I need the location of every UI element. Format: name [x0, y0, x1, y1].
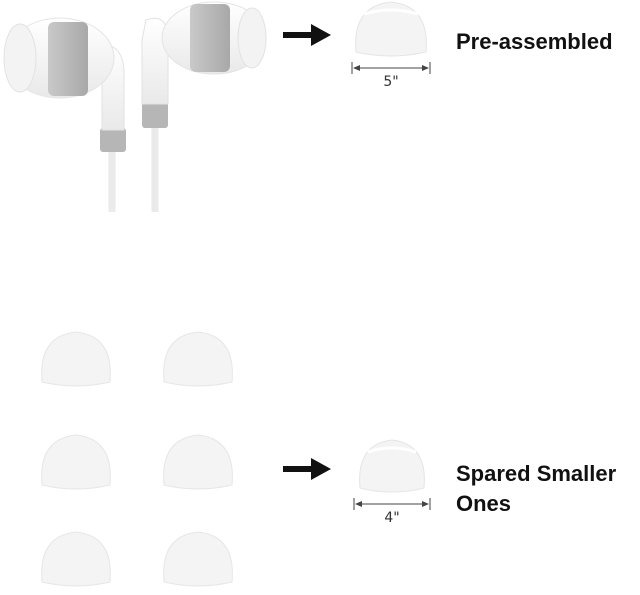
spare-tips-grid: [36, 330, 256, 595]
spare-ear-tip: [163, 531, 233, 587]
spare-ear-tip: [163, 434, 233, 490]
pre-assembled-label: Pre-assembled: [456, 29, 613, 54]
dimension-line-small: [353, 498, 431, 510]
spare-ear-tip: [41, 331, 111, 387]
spared-smaller-label-line2: Ones: [456, 491, 512, 516]
spare-ear-tip: [41, 434, 111, 490]
small-ear-tip: [359, 439, 425, 493]
earphones-illustration: [3, 1, 267, 212]
small-tip-size: 4": [384, 510, 400, 526]
large-ear-tip: [355, 1, 427, 57]
arrow-right-icon: [283, 458, 331, 480]
spared-smaller-label-line1: Spared Smaller: [456, 461, 617, 486]
spare-ear-tip: [163, 331, 233, 387]
spare-ear-tip: [41, 531, 111, 587]
arrow-right-icon: [283, 24, 331, 46]
dimension-line-large: [351, 62, 431, 74]
large-tip-size: 5": [383, 74, 399, 90]
